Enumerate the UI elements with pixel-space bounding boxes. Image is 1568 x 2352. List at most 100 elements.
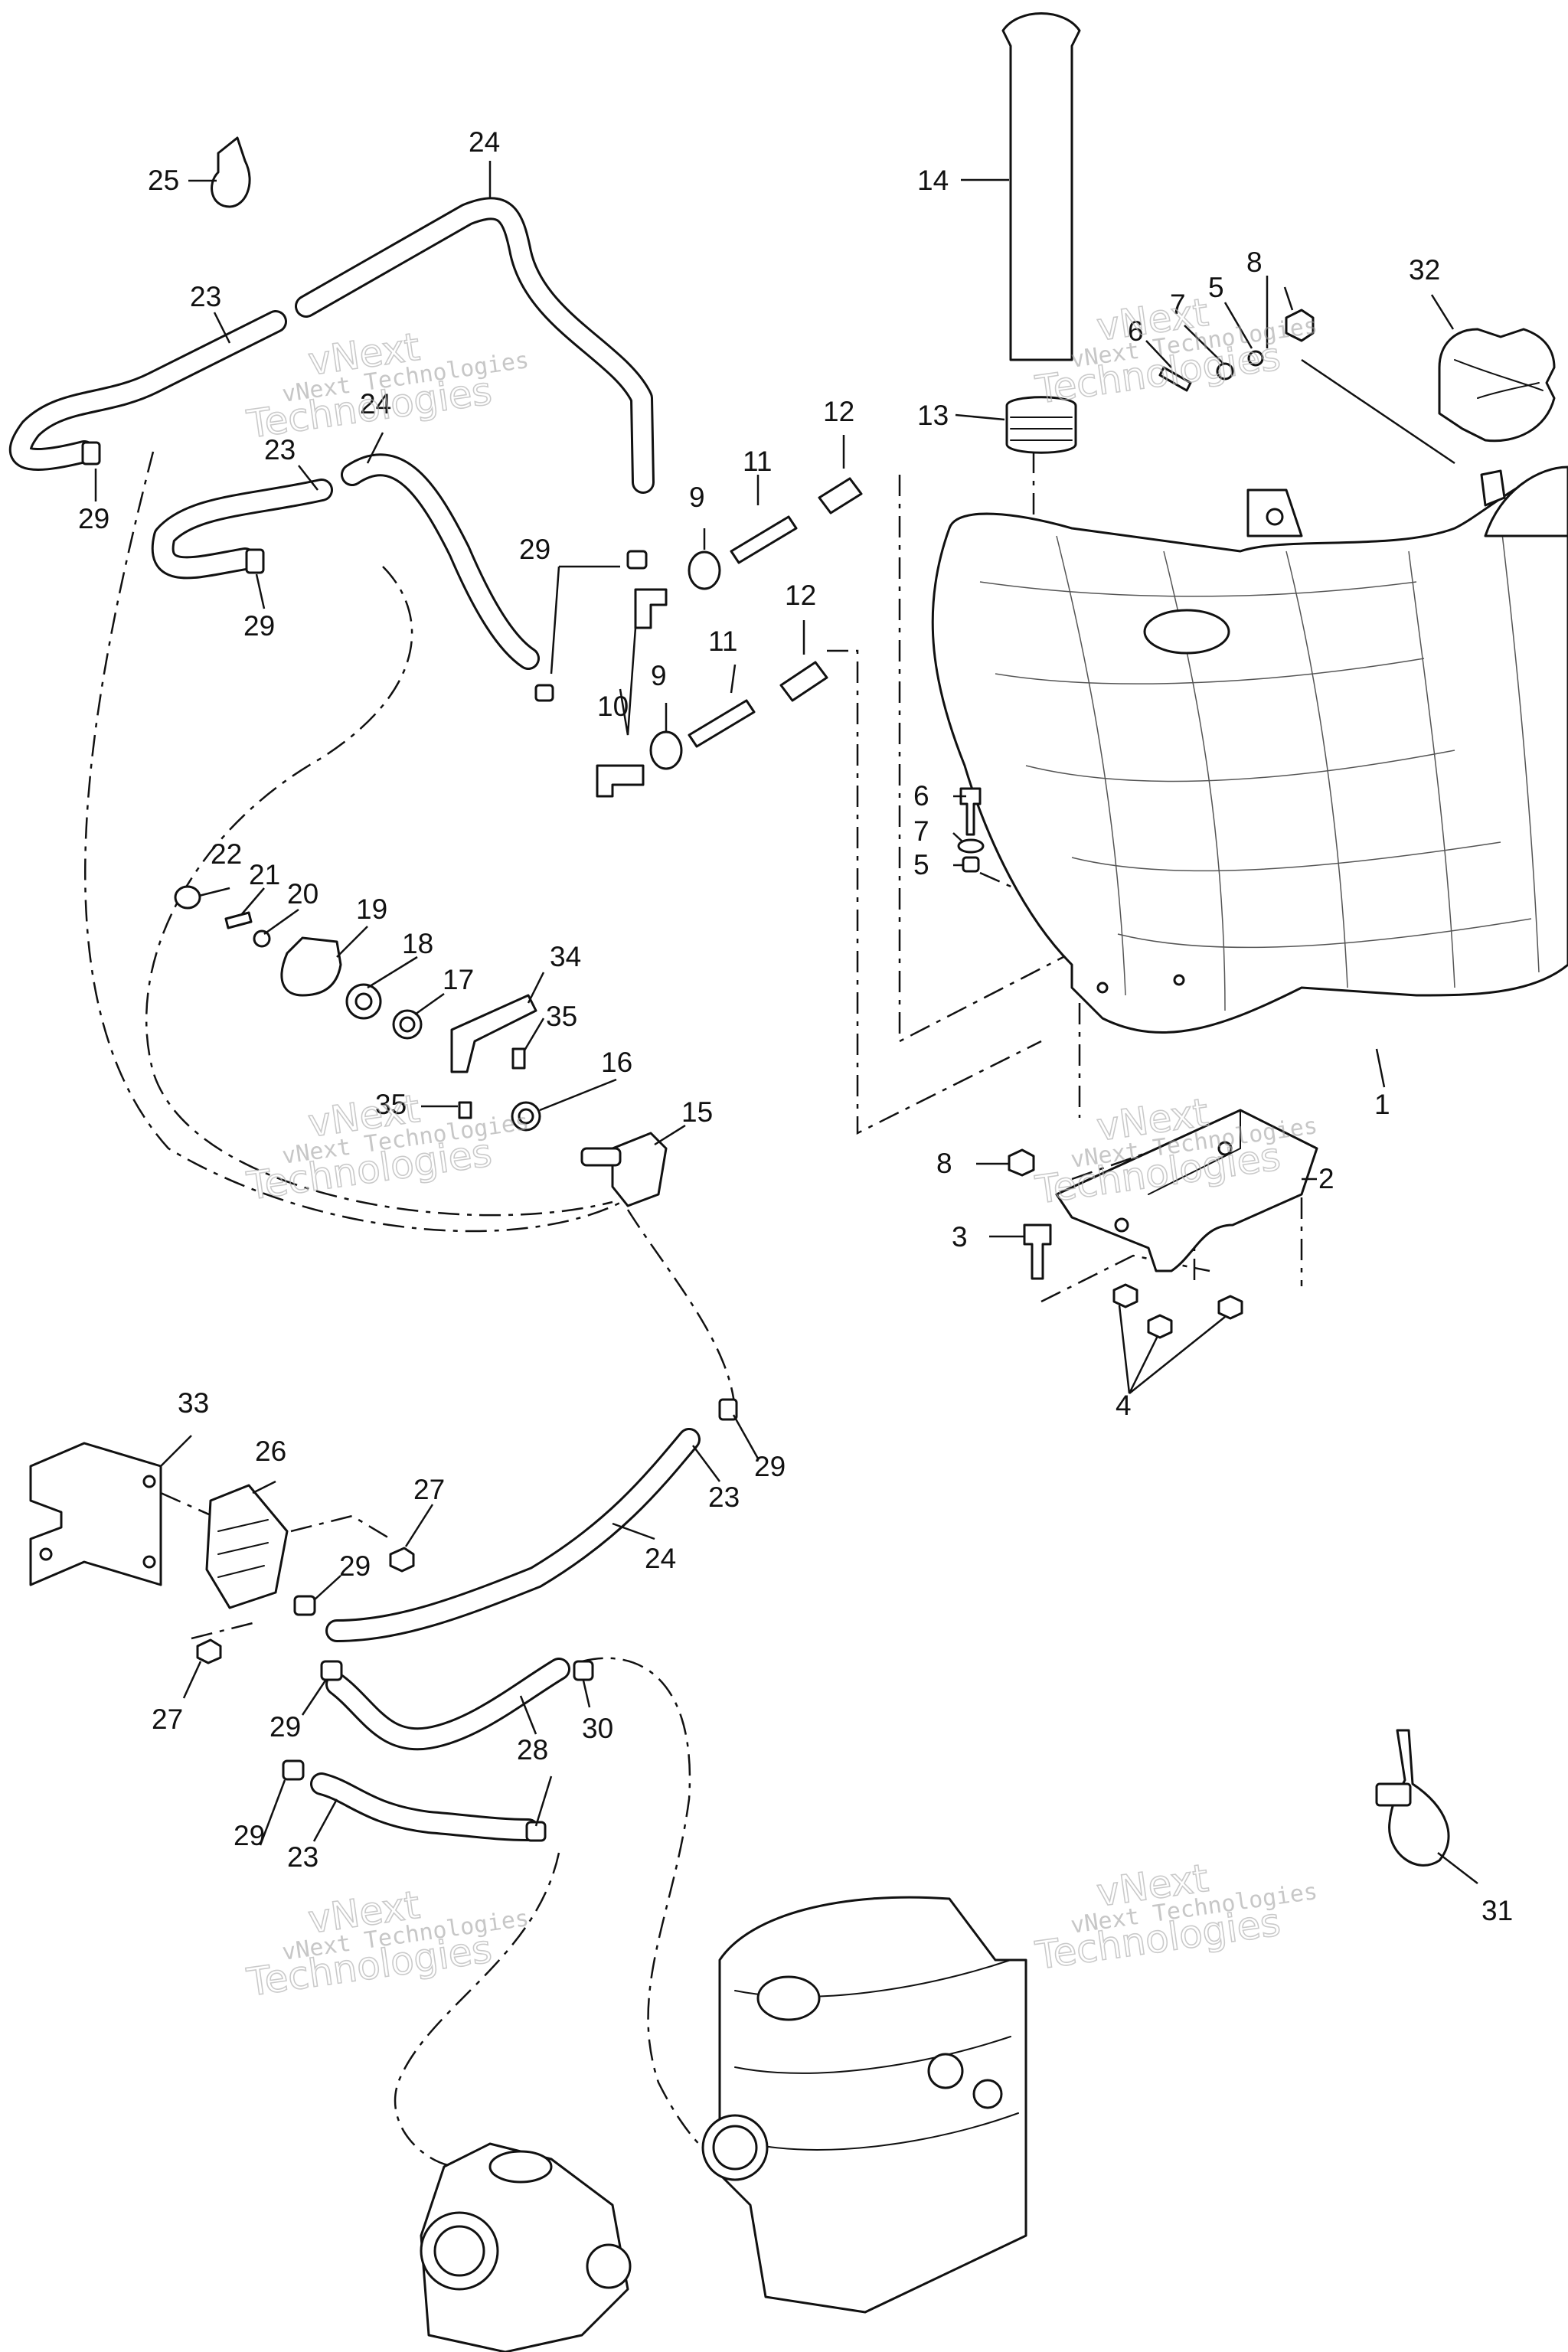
nut-4-c	[1217, 1295, 1243, 1320]
washer-7-side	[957, 838, 985, 854]
filler-tube-14	[1001, 12, 1081, 361]
callout-6-top: 6	[1128, 315, 1144, 347]
fuel-pump-26	[205, 1484, 289, 1609]
callout-22: 22	[211, 838, 242, 870]
clamp-29-b	[245, 548, 265, 574]
callout-7-top: 7	[1170, 289, 1186, 320]
washer-7-top	[1216, 362, 1234, 381]
engine-assembly	[420, 1896, 1027, 2352]
clamp-29-h	[718, 1398, 738, 1421]
callout-21: 21	[249, 859, 280, 890]
callout-23-d: 23	[287, 1841, 318, 1873]
callout-9-a: 9	[689, 482, 705, 513]
screw-27-a	[389, 1547, 415, 1573]
clamp-25	[211, 136, 251, 208]
fitting-12-b	[779, 661, 828, 702]
screw-27-b	[196, 1638, 222, 1664]
callout-29-f: 29	[270, 1711, 301, 1743]
watermark-3: vNext Technologies vNext Technologies	[243, 1086, 531, 1209]
spacer-5-top	[1247, 350, 1264, 367]
elbow-10-b	[596, 764, 645, 798]
callout-34: 34	[550, 941, 581, 972]
callout-23-b: 23	[264, 434, 296, 466]
callout-17: 17	[443, 964, 474, 995]
tube-11-b	[688, 699, 756, 748]
nut-22	[174, 885, 201, 910]
bolt-6-side	[959, 787, 982, 836]
callout-8-side: 8	[936, 1148, 952, 1179]
screw-35-b	[458, 1101, 472, 1119]
callout-25: 25	[148, 165, 179, 196]
callout-29-g: 29	[234, 1820, 265, 1851]
bracket-34	[450, 994, 537, 1073]
bolt-3	[1023, 1223, 1052, 1280]
fuel-pump-assembly	[29, 1398, 738, 1842]
nut-8-side	[1008, 1148, 1035, 1177]
bracket-33	[29, 1442, 162, 1586]
callout-29-c: 29	[519, 534, 550, 565]
hoses	[8, 197, 701, 1841]
tank-bracket	[1008, 1109, 1318, 1339]
fuel-tank	[931, 466, 1568, 1034]
callout-27-a: 27	[413, 1474, 445, 1505]
callout-31: 31	[1481, 1895, 1513, 1926]
callout-12-a: 12	[823, 396, 854, 427]
callout-33: 33	[178, 1387, 209, 1419]
clamp-29-e	[293, 1595, 316, 1616]
callout-30: 30	[582, 1713, 613, 1744]
watermark-6: vNext Technologies vNext Technologies	[1032, 1855, 1319, 1978]
fitting-12-a	[818, 477, 863, 514]
callout-29-e: 29	[339, 1550, 371, 1582]
callout-29-d: 29	[754, 1451, 786, 1482]
callout-10: 10	[597, 691, 629, 722]
callout-8-top: 8	[1246, 247, 1263, 278]
screw-35-a	[511, 1047, 526, 1070]
callout-32: 32	[1409, 254, 1440, 286]
watermark-4: vNext Technologies vNext Technologies	[1032, 1089, 1319, 1213]
leader-lines	[94, 161, 1478, 1884]
callout-24-b: 24	[360, 388, 391, 420]
washer-20	[253, 929, 271, 948]
clamp-30-b	[525, 1821, 547, 1842]
clamp-29-g	[282, 1759, 305, 1781]
watermarks: vNext Technologies vNext Technologies vN…	[243, 289, 1319, 2005]
clamp-29-a	[81, 441, 101, 466]
callout-7-side: 7	[913, 815, 929, 847]
clamp-29-d	[534, 684, 554, 702]
callout-27-b: 27	[152, 1704, 183, 1735]
callout-5-top: 5	[1208, 272, 1224, 303]
nut-4-a	[1112, 1283, 1138, 1308]
callout-6-side: 6	[913, 780, 929, 812]
callout-18: 18	[402, 928, 433, 959]
clamp-29-f	[320, 1660, 343, 1681]
nut-4-b	[1147, 1314, 1173, 1339]
callout-35-b: 35	[375, 1089, 407, 1120]
callout-9-b: 9	[651, 660, 667, 691]
callout-5-side: 5	[913, 849, 929, 880]
callout-labels: 1 2 3 4 5 5 6 6 7 7 8 8 9 9 10 11 11 12 …	[78, 126, 1513, 1926]
callout-23-a: 23	[190, 281, 221, 312]
watermark-2: vNext Technologies vNext Technologies	[1032, 289, 1319, 413]
nut-8-top	[1285, 309, 1315, 342]
screw-21	[224, 911, 253, 929]
callout-15: 15	[681, 1096, 713, 1128]
tank-hardware	[957, 309, 1556, 873]
callout-29-b: 29	[243, 610, 275, 642]
tank-body-1	[931, 466, 1568, 1034]
callout-11-b: 11	[708, 626, 737, 657]
callout-13: 13	[917, 400, 949, 431]
clamp-30-a	[573, 1660, 594, 1681]
grommet-9-b	[649, 730, 683, 770]
filler-neck	[1001, 12, 1081, 454]
callout-20: 20	[287, 878, 318, 910]
callout-26: 26	[255, 1436, 286, 1467]
callout-4: 4	[1116, 1390, 1132, 1421]
bolt-6-top	[1158, 366, 1192, 392]
callout-24-a: 24	[469, 126, 500, 158]
callout-19: 19	[356, 893, 387, 925]
callout-1: 1	[1374, 1089, 1390, 1120]
callout-2: 2	[1318, 1163, 1334, 1194]
callout-24-c: 24	[645, 1543, 676, 1574]
callout-12-b: 12	[785, 580, 816, 611]
